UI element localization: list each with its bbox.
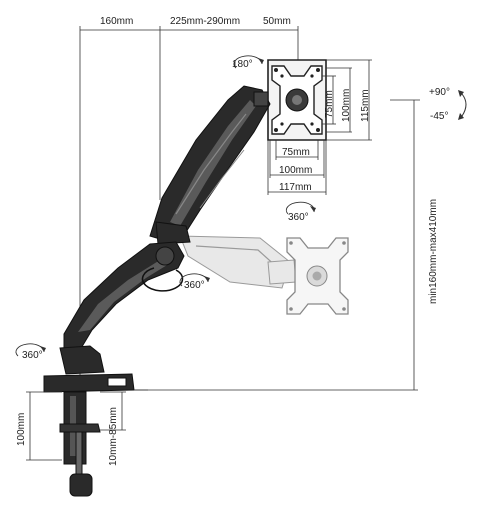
desk-base-and-clamp: [43, 345, 135, 497]
elbow-rotation-indicator: [179, 273, 210, 287]
plate-vertical-dimension-lines: [322, 59, 372, 141]
clamp-height-label: 100mm: [16, 413, 27, 446]
plate-offset-label: 50mm: [263, 16, 291, 27]
ghost-plate-rotation-indicator: [285, 201, 316, 215]
plate-rotation-label: 180°: [232, 59, 253, 70]
plate-horizontal-dimension-lines: [267, 140, 327, 195]
tilt-up-label: +90°: [429, 87, 450, 98]
vesa-plate: [267, 59, 327, 141]
vesa-outer-w-label: 100mm: [279, 165, 312, 176]
lowered-arm-ghost: [179, 235, 349, 315]
vesa-inner-w-label: 75mm: [282, 147, 310, 158]
height-range-label: min160mm-max410mm: [428, 199, 439, 304]
vesa-inner-h-label: 75mm: [324, 90, 335, 118]
gas-spring-arm: [149, 85, 271, 245]
plate-width-label: 117mm: [279, 182, 312, 193]
arm-second-segment-label: 225mm-290mm: [170, 16, 240, 27]
base-rotation-label: 360°: [22, 350, 43, 361]
desk-thickness-label: 10mm-85mm: [108, 407, 119, 466]
plate-rotation-indicator: [233, 55, 264, 69]
lower-arm-segment: [63, 241, 185, 351]
clamp-dimension-lines: [26, 391, 126, 461]
tilt-indicator: [458, 90, 467, 120]
height-range-dimension-lines: [134, 99, 420, 391]
plate-height-label: 115mm: [360, 89, 371, 122]
vesa-outer-h-label: 100mm: [341, 89, 352, 122]
tilt-down-label: -45°: [430, 111, 448, 122]
ghost-plate-rotation-label: 360°: [288, 212, 309, 223]
elbow-rotation-label: 360°: [184, 280, 205, 291]
arm-first-segment-label: 160mm: [100, 16, 133, 27]
base-rotation-indicator: [15, 343, 46, 357]
